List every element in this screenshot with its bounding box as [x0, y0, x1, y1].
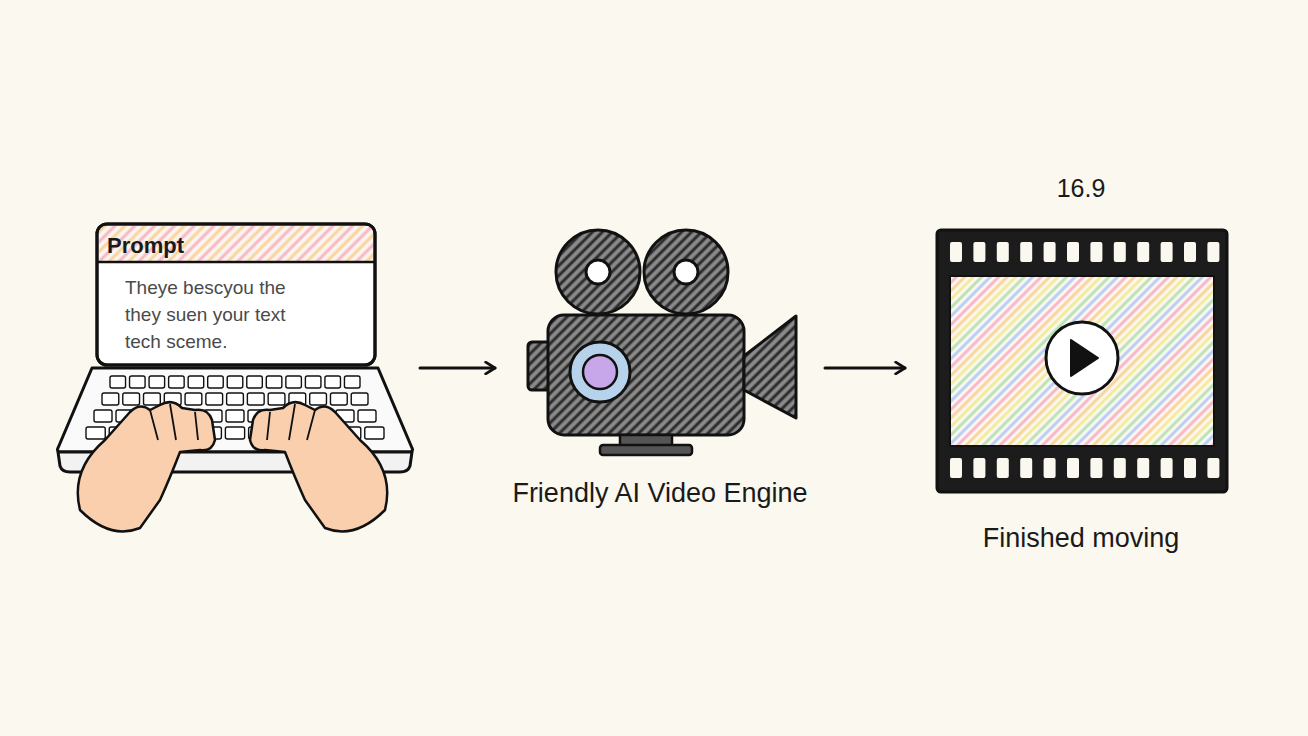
drawing-stroke [185, 393, 202, 405]
drawing-stroke [586, 260, 610, 284]
drawing-stroke [1207, 242, 1219, 262]
drawing-stroke [1090, 458, 1102, 478]
drawing-stroke [130, 376, 146, 388]
drawing-stroke [102, 393, 119, 405]
drawing-stroke [1161, 458, 1173, 478]
drawing-stroke [188, 376, 204, 388]
aspect-ratio-label: 16.9 [905, 172, 1257, 204]
drawing-stroke [997, 242, 1009, 262]
finished-label: Finished moving [905, 520, 1257, 556]
drawing-stroke [267, 404, 315, 440]
drawing-stroke [1090, 242, 1102, 262]
drawing-stroke [950, 458, 962, 478]
engine-label: Friendly AI Video Engine [510, 475, 810, 512]
drawing-stroke [1071, 340, 1098, 376]
drawing-stroke [1207, 458, 1219, 478]
drawing-stroke [330, 393, 347, 405]
drawing-stroke [226, 410, 244, 422]
flow-arrow [420, 367, 495, 370]
drawing-stroke [225, 427, 244, 439]
drawing-stroke [583, 355, 617, 389]
drawing-stroke [1067, 458, 1079, 478]
drawing-stroke [1114, 458, 1126, 478]
drawing-stroke [556, 230, 640, 314]
drawing-stroke [227, 376, 243, 388]
prompt-heading: Prompt [107, 232, 347, 260]
video-engine-node: Friendly AI Video Engine [495, 230, 825, 590]
drawing-stroke [973, 242, 985, 262]
sprocket-holes [950, 242, 1219, 478]
drawing-stroke [1044, 242, 1056, 262]
drawing-stroke [1161, 242, 1173, 262]
finished-video-node: 16.9Finished moving [905, 172, 1257, 562]
drawing-stroke [1137, 458, 1149, 478]
drawing-stroke [973, 458, 985, 478]
drawing-stroke [600, 445, 692, 455]
drawing-stroke [268, 393, 285, 405]
drawing-stroke [86, 427, 105, 439]
drawing-stroke [247, 393, 264, 405]
drawing-stroke [97, 261, 375, 264]
camera-illustration [528, 230, 796, 455]
drawing-stroke [997, 458, 1009, 478]
drawing-stroke [250, 402, 387, 531]
drawing-stroke [674, 260, 698, 284]
drawing-stroke [110, 376, 126, 388]
drawing-stroke [310, 393, 327, 405]
drawing-stroke [78, 402, 215, 531]
drawing-stroke [950, 276, 1214, 446]
drawing-stroke [97, 224, 375, 365]
drawing-stroke [325, 376, 341, 388]
drawing-stroke [570, 342, 630, 402]
drawing-stroke [286, 376, 302, 388]
drawing-stroke [227, 393, 244, 405]
drawing-stroke [358, 410, 376, 422]
drawing-stroke [344, 376, 360, 388]
drawing-stroke [1044, 458, 1056, 478]
drawing-stroke [1137, 242, 1149, 262]
drawing-stroke [169, 376, 185, 388]
drawing-stroke [1114, 242, 1126, 262]
drawing-stroke [1020, 242, 1032, 262]
drawing-stroke [266, 376, 282, 388]
prompt-text: Theye bescyou the they suen your text te… [125, 274, 320, 355]
drawing-stroke [149, 376, 165, 388]
drawing-stroke [305, 376, 321, 388]
laptop-prompt-node: PromptTheye bescyou the they suen your t… [55, 222, 420, 535]
drawing-stroke [1184, 242, 1196, 262]
drawing-stroke [548, 315, 744, 435]
drawing-stroke [365, 427, 384, 439]
drawing-stroke [94, 410, 112, 422]
drawing-stroke [99, 226, 373, 262]
drawing-stroke [1067, 242, 1079, 262]
drawing-stroke [644, 230, 728, 314]
laptop-illustration [58, 224, 413, 531]
drawing-stroke [97, 224, 375, 365]
drawing-stroke [950, 242, 962, 262]
drawing-stroke [744, 316, 796, 418]
drawing-stroke [208, 376, 224, 388]
drawing-stroke [1020, 458, 1032, 478]
flow-arrow [825, 367, 905, 370]
drawing-stroke [247, 376, 263, 388]
drawing-stroke [123, 393, 140, 405]
drawing-stroke [206, 393, 223, 405]
drawing-stroke [1046, 322, 1118, 394]
film-strip-illustration [937, 230, 1227, 492]
drawing-stroke [144, 393, 161, 405]
drawing-stroke [351, 393, 368, 405]
drawing-stroke [937, 230, 1227, 492]
drawing-stroke [150, 404, 198, 440]
drawing-stroke [1184, 458, 1196, 478]
